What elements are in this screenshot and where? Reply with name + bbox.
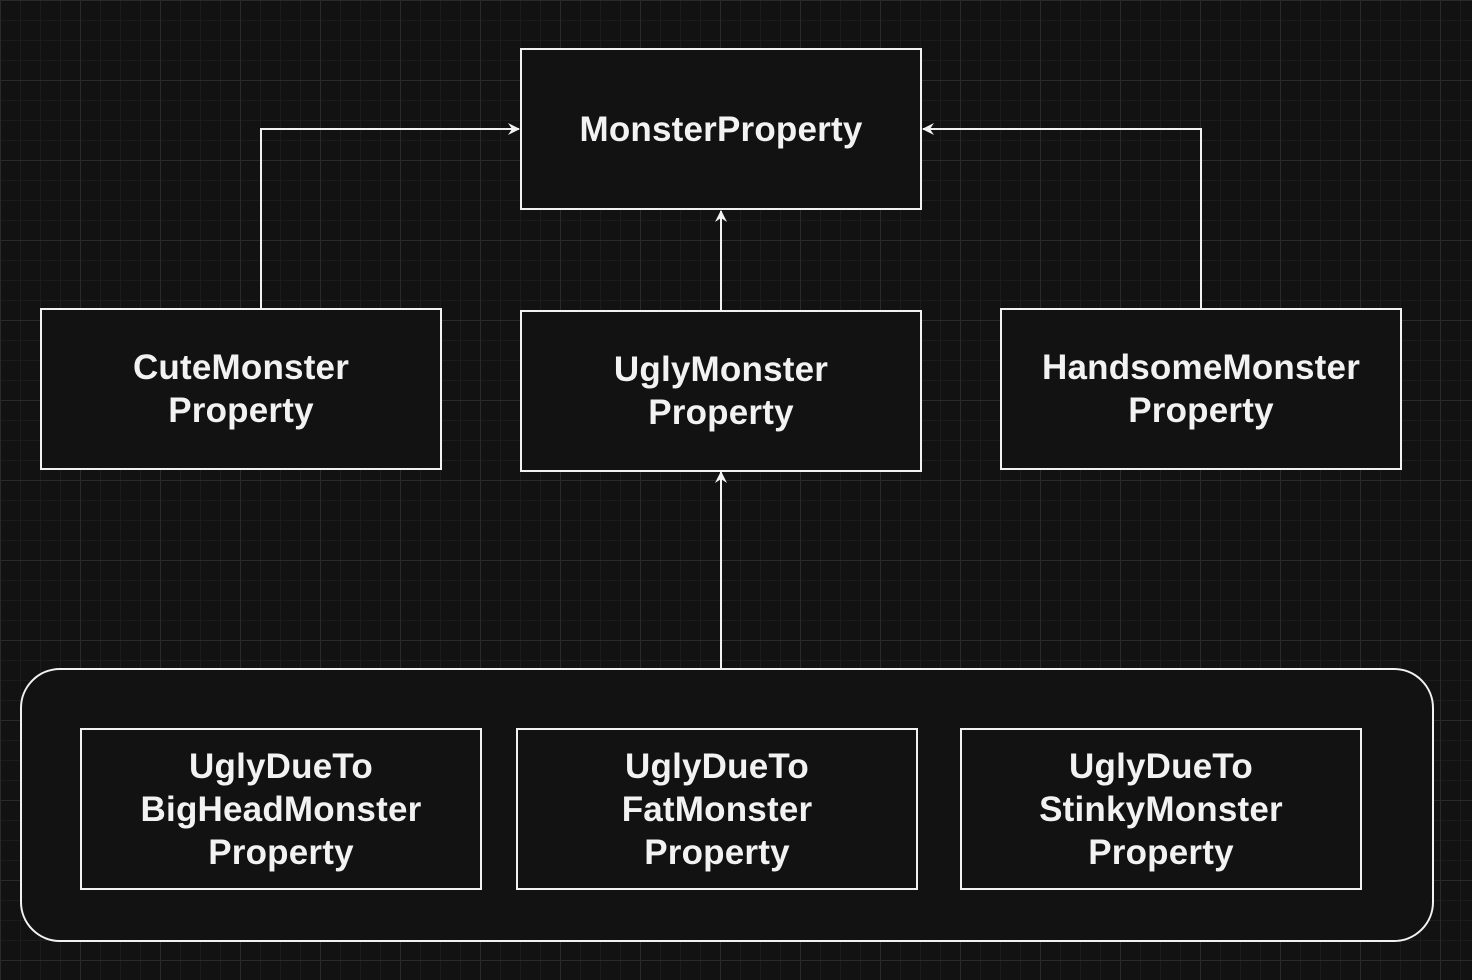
handsome-monster-property-label: HandsomeMonster Property (1041, 348, 1361, 430)
edge-cute-to-monster (260, 123, 520, 309)
handsome-monster-property-node[interactable]: HandsomeMonster Property (1000, 308, 1402, 470)
cute-monster-property-node[interactable]: CuteMonster Property (40, 308, 442, 470)
ugly-due-to-stinky-label: UglyDueTo StinkyMonster Property (1039, 746, 1283, 872)
ugly-due-to-fat-label: UglyDueTo FatMonster Property (621, 746, 813, 872)
ugly-due-to-fat-node[interactable]: UglyDueTo FatMonster Property (516, 728, 918, 890)
cute-monster-property-label: CuteMonster Property (132, 348, 350, 430)
ugly-due-to-big-head-label: UglyDueTo BigHeadMonster Property (140, 746, 422, 872)
monster-property-node[interactable]: MonsterProperty (520, 48, 922, 210)
edge-handsome-to-monster (922, 123, 1202, 309)
ugly-monster-property-node[interactable]: UglyMonster Property (520, 310, 922, 472)
ugly-due-to-big-head-node[interactable]: UglyDueTo BigHeadMonster Property (80, 728, 482, 890)
monster-property-label: MonsterProperty (579, 109, 863, 149)
ugly-monster-property-label: UglyMonster Property (613, 350, 829, 432)
ugly-due-to-stinky-node[interactable]: UglyDueTo StinkyMonster Property (960, 728, 1362, 890)
